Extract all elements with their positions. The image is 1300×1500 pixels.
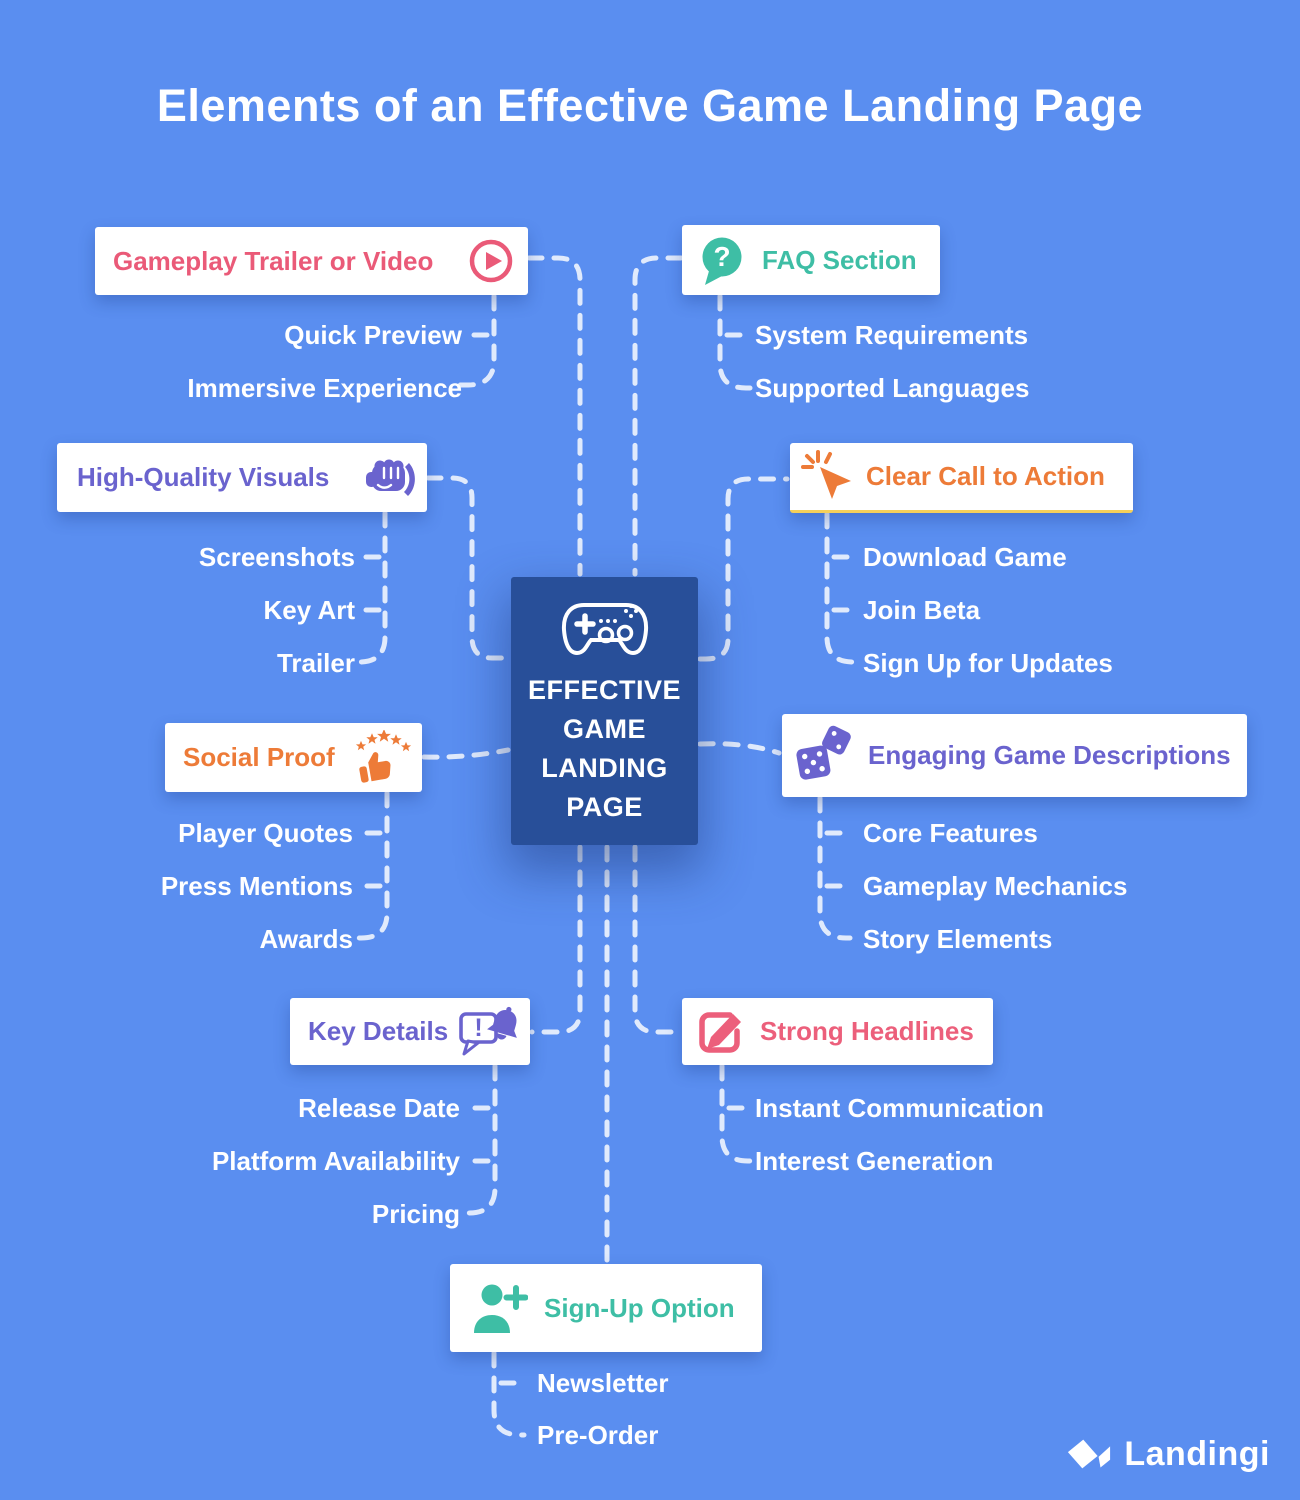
card-key-details: Key Details !: [290, 998, 530, 1065]
card-label: Social Proof: [183, 742, 335, 772]
sub-item: Platform Availability: [211, 1146, 460, 1176]
card-clear-call-to-action: Clear Call to Action: [790, 443, 1133, 513]
gamepad-icon: [557, 593, 653, 663]
sub-item: Gameplay Mechanics: [863, 871, 1128, 901]
thumbs-up-stars-icon: [348, 729, 412, 786]
sub-item: Screenshots: [198, 542, 355, 572]
sub-item-list: Quick Preview Immersive Experience: [187, 309, 462, 415]
card-faq-section: ? FAQ Section: [682, 225, 940, 295]
spine-visuals: [347, 510, 388, 665]
sub-item: Core Features: [863, 818, 1038, 848]
connector-faq: [632, 255, 684, 577]
spine-descriptions: [817, 795, 853, 941]
connector-cta: [697, 476, 790, 662]
connector-gameplay: [526, 255, 583, 577]
spine-headlines: [719, 1063, 754, 1164]
landingi-logo-icon: [1066, 1437, 1112, 1473]
card-strong-headlines: Strong Headlines: [682, 998, 993, 1065]
cursor-click-icon: [800, 449, 856, 505]
sub-item: Join Beta: [863, 595, 981, 625]
connector-key-details: [529, 844, 583, 1035]
sub-item: Sign Up for Updates: [863, 648, 1113, 678]
sub-item-list: Instant Communication Interest Generatio…: [755, 1082, 1044, 1188]
spine-key-details: [457, 1063, 498, 1216]
page-title: Elements of an Effective Game Landing Pa…: [156, 80, 1144, 131]
brand-logo: Landingi: [1066, 1435, 1270, 1474]
card-label: Sign-Up Option: [544, 1292, 735, 1323]
card-engaging-game-descriptions: Engaging Game Descriptions: [782, 714, 1247, 797]
sub-item-list: Release Date Platform Availability Prici…: [212, 1082, 460, 1241]
question-bubble-icon: ?: [696, 234, 748, 286]
card-label: Strong Headlines: [760, 1016, 974, 1046]
card-label: Key Details: [308, 1016, 449, 1046]
sub-item: Interest Generation: [755, 1146, 994, 1176]
fist-icon: [363, 455, 415, 501]
connector-descriptions: [697, 741, 782, 756]
sub-item: Supported Languages: [755, 373, 1030, 403]
card-label: Gameplay Trailer or Video: [113, 245, 434, 276]
play-icon: [468, 238, 514, 284]
sub-item: System Requirements: [755, 320, 1029, 350]
alert-bell-icon: !: [458, 1005, 522, 1059]
sub-item: Immersive Experience: [187, 373, 462, 403]
sub-item: Key Art: [263, 595, 355, 625]
person-plus-icon: [470, 1281, 528, 1335]
dice-icon: [792, 725, 858, 787]
sub-item: Instant Communication: [755, 1093, 1044, 1123]
sub-item: Download Game: [863, 542, 1067, 572]
sub-item: Newsletter: [537, 1368, 669, 1398]
spine-cta: [824, 511, 859, 665]
card-sign-up-option: Sign-Up Option: [450, 1264, 762, 1352]
card-social-proof: Social Proof: [165, 723, 422, 792]
sub-item: Pre-Order: [537, 1420, 659, 1450]
card-label: Engaging Game Descriptions: [868, 740, 1231, 770]
sub-item: Pricing: [371, 1199, 460, 1229]
spine-social: [349, 790, 390, 941]
brand-name: Landingi: [1124, 1435, 1270, 1473]
card-label: Clear Call to Action: [866, 461, 1105, 491]
spine-faq: [717, 293, 753, 391]
sub-item-list: Core Features Gameplay Mechanics Story E…: [863, 807, 1127, 966]
sub-item-list: Download Game Join Beta Sign Up for Upda…: [863, 531, 1113, 690]
sub-item-list: System Requirements Supported Languages: [755, 309, 1029, 415]
center-title: EFFECTIVE GAME LANDING PAGE: [527, 675, 681, 822]
svg-text:!: !: [474, 1014, 482, 1042]
connector-social: [421, 747, 511, 760]
svg-text:?: ?: [713, 241, 730, 272]
sub-item: Player Quotes: [178, 818, 353, 848]
card-high-quality-visuals: High-Quality Visuals: [57, 443, 427, 512]
edit-icon: [694, 1006, 748, 1058]
sub-item: Awards: [259, 924, 353, 954]
connector-visuals: [425, 475, 511, 661]
sub-item: Press Mentions: [160, 871, 353, 901]
sub-item-list: Screenshots Key Art Trailer: [199, 531, 355, 690]
card-label: High-Quality Visuals: [77, 462, 330, 492]
spine-gameplay: [455, 293, 497, 388]
sub-item: Quick Preview: [284, 320, 462, 350]
sub-item-list: Player Quotes Press Mentions Awards: [161, 807, 353, 966]
spine-signup: [491, 1350, 527, 1438]
sub-item: Story Elements: [863, 924, 1053, 954]
center-node: EFFECTIVE GAME LANDING PAGE: [511, 577, 698, 845]
sub-item: Release Date: [298, 1093, 460, 1123]
connector-headlines: [632, 844, 683, 1035]
card-label: FAQ Section: [762, 244, 917, 275]
card-gameplay-trailer: Gameplay Trailer or Video: [95, 227, 528, 295]
sub-item-list: Newsletter Pre-Order: [537, 1357, 669, 1461]
sub-item: Trailer: [276, 648, 355, 678]
